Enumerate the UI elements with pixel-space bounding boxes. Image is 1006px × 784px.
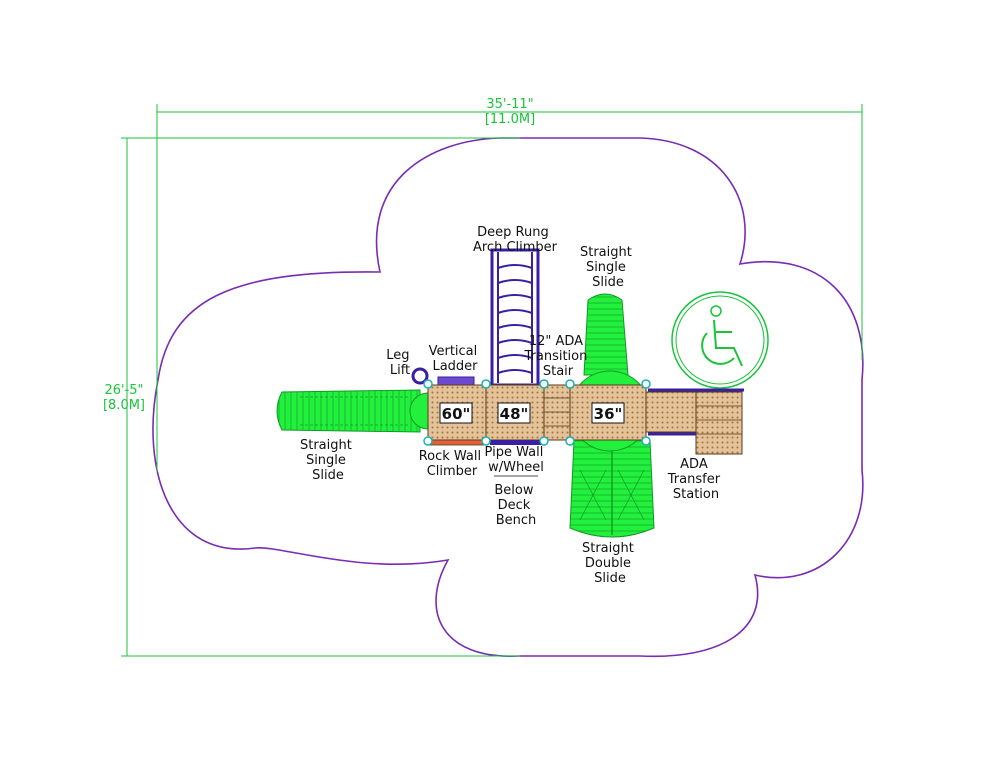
ada-transfer-station [645, 388, 744, 455]
leg-lift [411, 367, 429, 385]
label-vertical-ladder: Vertical Ladder [429, 344, 482, 374]
straight-single-slide-left [276, 389, 447, 433]
label-straight-single-slide-top: Straight Single Slide [580, 245, 636, 290]
width-m-label: [11.0M] [485, 112, 535, 127]
pipe-wall-wheel [490, 440, 542, 445]
label-deep-rung-arch-climber: Deep Rung Arch Climber [473, 225, 558, 255]
straight-double-slide [569, 439, 655, 538]
label-ada-transfer-station: ADA Transfer Station [667, 457, 724, 502]
rock-wall-climber [429, 439, 485, 446]
deck-48: 48" [485, 384, 545, 441]
transition-stair [543, 384, 571, 441]
deck-48-label: 48" [500, 405, 529, 423]
frame-posts [423, 379, 651, 446]
wheelchair-icon [671, 291, 769, 389]
label-transition-stair: 12" ADA Transition Stair [523, 334, 591, 379]
label-rock-wall-climber: Rock Wall Climber [419, 449, 486, 479]
label-below-deck-bench: Below Deck Bench [494, 483, 537, 528]
deep-rung-arch-climber [490, 248, 540, 387]
straight-single-slide-top [583, 293, 629, 376]
deck-60: 60" [427, 384, 487, 441]
label-straight-single-slide-left: Straight Single Slide [300, 438, 356, 483]
depth-m-label: [8.0M] [103, 398, 145, 413]
label-leg-lift: Leg Lift [386, 348, 413, 378]
width-ft-label: 35'-11" [486, 97, 533, 112]
width-dimension: 35'-11" [11.0M] [156, 97, 863, 472]
label-straight-double-slide: Straight Double Slide [582, 541, 638, 586]
deck-60-label: 60" [442, 405, 471, 423]
label-pipe-wall-wheel: Pipe Wall w/Wheel [485, 445, 548, 475]
deck-36-label: 36" [594, 405, 623, 423]
vertical-ladder [437, 376, 475, 386]
depth-dimension: 26'-5" [8.0M] [103, 137, 520, 657]
deck-36: 36" [569, 370, 651, 452]
depth-ft-label: 26'-5" [104, 383, 143, 398]
